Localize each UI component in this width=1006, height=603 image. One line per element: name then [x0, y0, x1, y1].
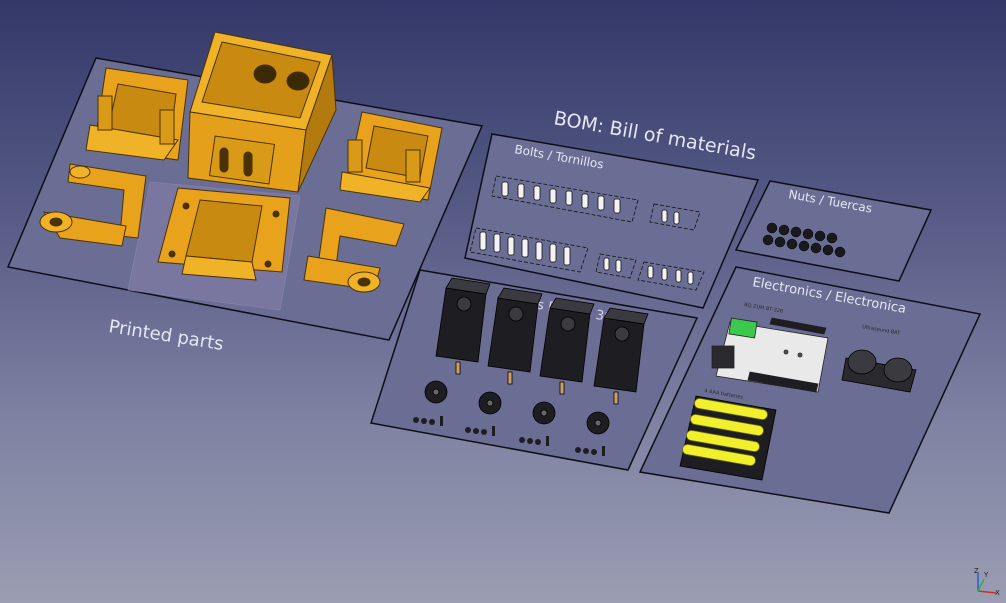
axis-z-label: Z — [974, 567, 979, 575]
ultrasound-sensor[interactable] — [841, 349, 917, 393]
battery-pack[interactable] — [679, 395, 777, 481]
servo-screws[interactable] — [413, 416, 605, 456]
bolt-group-2[interactable] — [649, 203, 701, 231]
nuts-panel[interactable]: Nuts / Tuercas — [734, 180, 933, 282]
bolt-group-4[interactable] — [595, 253, 705, 291]
nut-group[interactable] — [762, 222, 846, 258]
servo-1[interactable] — [435, 277, 491, 375]
servo-2[interactable] — [487, 287, 543, 385]
axis-x-label: X — [995, 589, 1000, 597]
servo-3[interactable] — [539, 297, 595, 395]
printed-parts-panel[interactable]: Printed parts — [6, 31, 484, 355]
bolt-group-3[interactable] — [469, 227, 589, 273]
controller-board[interactable] — [711, 317, 829, 393]
bolts-panel[interactable]: Bolts / Tornillos — [464, 133, 760, 309]
axis-indicator: Z Y X — [974, 567, 1000, 597]
servos-panel[interactable]: Servos Futaba 3003 — [370, 269, 699, 471]
servo-4[interactable] — [593, 307, 649, 405]
right-leg-holder-part[interactable] — [339, 111, 443, 203]
base-part[interactable] — [157, 187, 291, 281]
body-box-part[interactable] — [187, 31, 337, 193]
left-leg-holder-part[interactable] — [85, 67, 189, 161]
bolt-group-1[interactable] — [491, 175, 639, 223]
left-foot-part[interactable] — [39, 163, 147, 247]
electronics-panel[interactable]: Electronics / Electronica BQ ZUM BT-328 … — [638, 266, 982, 514]
right-foot-part[interactable] — [303, 207, 405, 293]
axis-y-label: Y — [983, 571, 989, 579]
printed-parts-label: Printed parts — [107, 316, 225, 355]
servo-horns[interactable] — [424, 380, 610, 435]
